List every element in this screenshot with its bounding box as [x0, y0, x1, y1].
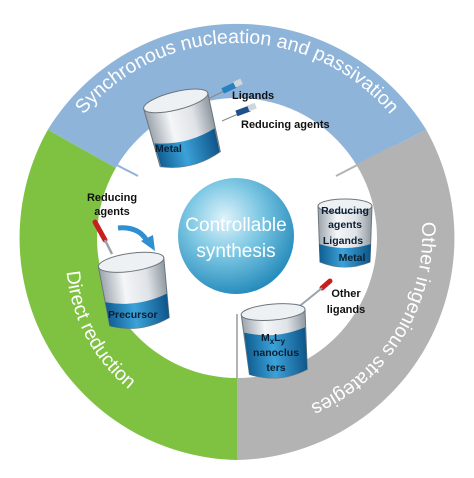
- label-reducing-left: Reducing: [87, 192, 137, 204]
- beaker-precursor: [97, 251, 170, 329]
- beaker-reducing-ligands-metal: [317, 198, 373, 268]
- beaker-right-line3: Ligands: [323, 235, 363, 247]
- beaker-precursor-label: Precursor: [108, 309, 158, 321]
- label-other: Other: [331, 288, 361, 300]
- segment-left-direct-reduction: [19, 129, 237, 460]
- beaker-right-line1: Reducing: [321, 205, 369, 217]
- divider-left: [79, 145, 139, 177]
- beaker-metal-label: Metal: [155, 143, 182, 155]
- label-ligands-top: Ligands: [232, 90, 274, 102]
- beaker-metal: [143, 88, 221, 168]
- beaker-nanocluster-line2: nanoclus: [253, 347, 299, 359]
- dropper-icon: [92, 219, 114, 255]
- beaker-nanocluster-formula: MxLy: [261, 332, 286, 346]
- syringe-icon: [207, 78, 243, 100]
- center-label-line2: synthesis: [196, 241, 275, 262]
- arrow-head-icon: [141, 235, 155, 251]
- label-agents-left: agents: [94, 206, 129, 218]
- beaker-right-line4: Metal: [339, 252, 366, 264]
- syringe-icon: [221, 102, 257, 122]
- beaker-right-line2: agents: [328, 219, 362, 231]
- center-sphere: [178, 178, 294, 294]
- label-reducing-agents-top: Reducing agents: [241, 119, 330, 131]
- beaker-nanocluster-line3: ters: [266, 362, 285, 374]
- label-ligands-right: ligands: [327, 304, 366, 316]
- divider-right: [335, 145, 395, 177]
- beaker-nanoclusters: [240, 303, 308, 379]
- center-label-line1: Controllable: [185, 215, 286, 236]
